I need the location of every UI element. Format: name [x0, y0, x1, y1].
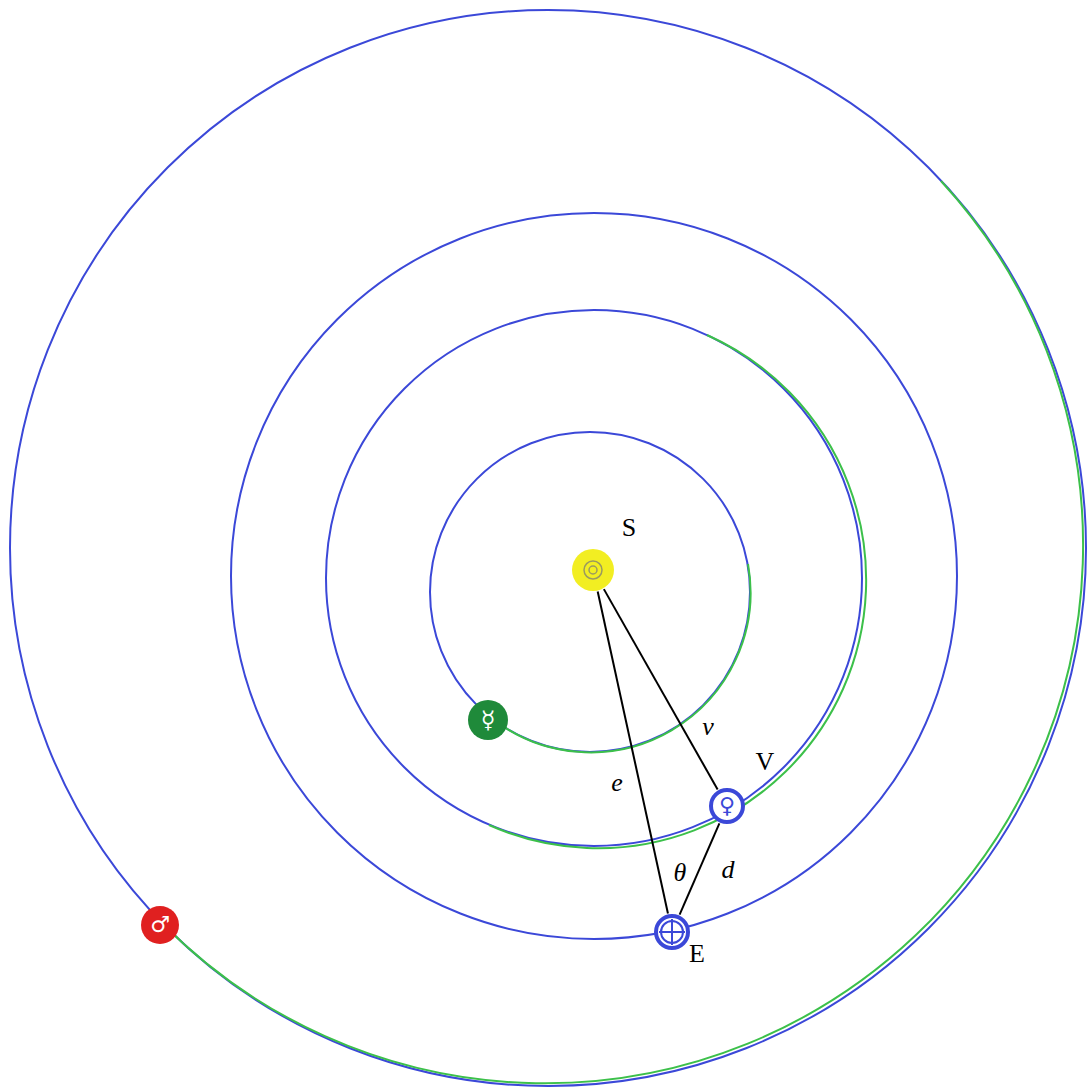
mercury-orbit-arc	[489, 564, 751, 752]
venus-orbit	[326, 310, 862, 846]
distance-label: d	[721, 857, 736, 883]
earth-orbit	[231, 213, 957, 939]
angle-label: θ	[673, 860, 688, 886]
point-label: E	[689, 941, 705, 967]
planet-symbol: ♀	[719, 795, 735, 817]
distance-label: v	[701, 714, 715, 740]
mars-orbit	[10, 10, 1086, 1086]
mars-orbit-arc	[161, 181, 1083, 1083]
mercury-orbit	[430, 432, 750, 752]
point-label: V	[756, 749, 775, 775]
mars-body: ♂	[140, 905, 180, 945]
venus-orbit-arc	[489, 335, 866, 848]
planet-outline	[571, 548, 615, 592]
sun-body: S	[571, 548, 615, 592]
earth-body: E	[653, 913, 691, 951]
planet-symbol: ♂	[150, 914, 170, 936]
planet-symbol: ☿	[481, 708, 496, 732]
distance-label: e	[610, 770, 624, 796]
point-label: S	[622, 515, 636, 541]
venus-body: ♀V	[708, 787, 746, 825]
sight-line	[604, 589, 718, 789]
mercury-body: ☿	[467, 699, 509, 741]
planet-outline	[653, 913, 691, 951]
